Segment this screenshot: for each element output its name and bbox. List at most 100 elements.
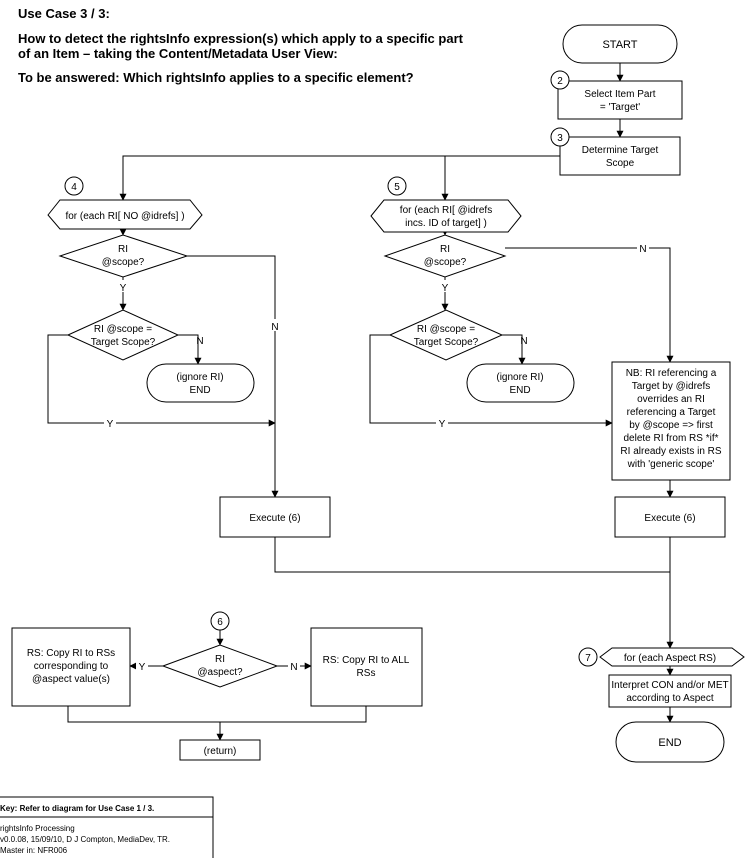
nb-note-line: with 'generic scope'	[627, 459, 715, 470]
start-terminator: START	[562, 24, 678, 64]
nb-note-line: delete RI from RS *if*	[623, 433, 718, 444]
rs-copy-aspect-box: RS: Copy RI to RSs corresponding to @asp…	[11, 627, 131, 707]
step-4-marker: 4	[64, 176, 84, 196]
nb-note-line: referencing a Target	[627, 407, 716, 418]
svg-text:@scope?: @scope?	[424, 257, 467, 268]
edge-determine-loop4	[119, 155, 560, 201]
svg-text:@aspect?: @aspect?	[197, 667, 243, 678]
decision-ri-aspect: RI @aspect?	[161, 644, 279, 688]
svg-text:RI @scope =: RI @scope =	[94, 324, 152, 335]
decision-ri-scope-right: RI @scope?	[383, 234, 507, 278]
svg-text:Execute (6): Execute (6)	[249, 513, 300, 524]
page-title: Use Case 3 / 3:	[18, 6, 110, 21]
svg-text:START: START	[602, 39, 637, 51]
nb-note-line: by @scope => first	[629, 420, 713, 431]
step-5-marker: 5	[387, 176, 407, 196]
edge-eq4-yes	[47, 334, 276, 427]
nb-note-line: NB: RI referencing a	[626, 368, 717, 379]
step-6-marker: 6	[210, 611, 230, 631]
execute-6-right: Execute (6)	[614, 496, 726, 538]
svg-text:RSs: RSs	[357, 668, 376, 679]
loop-no-idrefs-hexagon: for (each RI[ NO @idrefs] )	[47, 199, 203, 230]
key-line-2: v0.0.08, 15/09/10, D J Compton, MediaDev…	[0, 835, 170, 844]
edge-q4-no	[187, 255, 279, 498]
key-line-1: rightsInfo Processing	[0, 824, 75, 833]
step-7-marker: 7	[578, 647, 598, 667]
svg-text:5: 5	[394, 182, 400, 193]
svg-text:Execute (6): Execute (6)	[644, 513, 695, 524]
step-2-marker: 2	[550, 70, 570, 90]
key-title: Key: Refer to diagram for Use Case 1 / 3…	[0, 804, 154, 813]
svg-text:RS: Copy RI to ALL: RS: Copy RI to ALL	[323, 655, 410, 666]
edge-eq5-no	[502, 334, 526, 365]
svg-text:2: 2	[557, 76, 563, 87]
label-eq5-no: N	[520, 336, 527, 347]
edge-eq5-yes	[369, 334, 613, 427]
label-eq4-no: N	[196, 336, 203, 347]
svg-text:END: END	[509, 385, 530, 396]
decision-scope-equals-right: RI @scope = Target Scope?	[388, 309, 504, 361]
svg-text:(ignore RI): (ignore RI)	[176, 372, 223, 383]
rs-copy-all-box: RS: Copy RI to ALL RSs	[310, 627, 423, 707]
svg-text:for (each RI[ @idrefs: for (each RI[ @idrefs	[400, 205, 492, 216]
svg-text:END: END	[658, 737, 681, 749]
decision-scope-equals-left: RI @scope = Target Scope?	[66, 309, 180, 361]
decision-ri-scope-left: RI @scope?	[58, 234, 189, 278]
execute-6-left: Execute (6)	[219, 496, 331, 538]
label-q4-no: N	[271, 322, 278, 333]
svg-text:3: 3	[557, 133, 563, 144]
nb-override-note: NB: RI referencing a Target by @idrefs ove…	[611, 361, 731, 481]
loop-idrefs-hexagon: for (each RI[ @idrefs incs. ID of target…	[370, 199, 522, 233]
nb-note-line: Target by @idrefs	[632, 381, 711, 392]
label-eq5-yes: Y	[439, 419, 446, 430]
svg-text:Select Item Part: Select Item Part	[584, 89, 655, 100]
nb-note-line: overrides an RI	[637, 394, 705, 405]
svg-text:for (each RI[ NO @idrefs] ): for (each RI[ NO @idrefs] )	[65, 211, 184, 222]
svg-text:Interpret CON and/or MET: Interpret CON and/or MET	[611, 680, 728, 691]
select-item-part-box: Select Item Part = 'Target'	[557, 80, 683, 120]
svg-text:for (each Aspect RS): for (each Aspect RS)	[624, 653, 716, 664]
question-line-2: of an Item – taking the Content/Metadata…	[18, 46, 338, 61]
svg-text:= 'Target': = 'Target'	[600, 102, 640, 113]
svg-text:@aspect value(s): @aspect value(s)	[32, 674, 110, 685]
to-be-answered: To be answered: Which rightsInfo applies…	[18, 70, 414, 85]
ignore-ri-end-right: (ignore RI) END	[466, 363, 575, 403]
edge-eq4-no	[178, 334, 202, 365]
svg-text:Target Scope?: Target Scope?	[91, 337, 156, 348]
svg-text:RI @scope =: RI @scope =	[417, 324, 475, 335]
nb-note-line: RI already exists in RS	[620, 446, 721, 457]
svg-text:@scope?: @scope?	[102, 257, 145, 268]
svg-text:Target Scope?: Target Scope?	[414, 337, 479, 348]
edge-merge	[67, 706, 367, 723]
svg-text:RI: RI	[440, 244, 450, 255]
svg-text:7: 7	[585, 653, 591, 664]
svg-text:Scope: Scope	[606, 158, 635, 169]
question-line-1: How to detect the rightsInfo expression(…	[18, 31, 463, 46]
return-box: (return)	[179, 739, 261, 761]
label-aspect-no: N	[290, 662, 297, 673]
label-q4-yes: Y	[120, 283, 127, 294]
label-q5-no: N	[639, 244, 646, 255]
key-box: Key: Refer to diagram for Use Case 1 / 3…	[0, 796, 214, 858]
svg-text:RS: Copy RI to RSs: RS: Copy RI to RSs	[27, 648, 115, 659]
label-eq4-yes: Y	[107, 419, 114, 430]
ignore-ri-end-left: (ignore RI) END	[146, 363, 255, 403]
svg-text:END: END	[189, 385, 210, 396]
svg-text:corresponding to: corresponding to	[34, 661, 109, 672]
label-q5-yes: Y	[442, 283, 449, 294]
svg-text:incs. ID of target] ): incs. ID of target] )	[405, 218, 487, 229]
svg-text:Determine Target: Determine Target	[582, 145, 659, 156]
interpret-box: Interpret CON and/or MET according to As…	[608, 674, 732, 708]
svg-text:(ignore RI): (ignore RI)	[496, 372, 543, 383]
edge-labels: Y N N Y Y N N Y Y N	[104, 242, 649, 673]
determine-target-scope-box: Determine Target Scope	[559, 136, 681, 176]
svg-text:6: 6	[217, 617, 223, 628]
end-terminator: END	[615, 721, 725, 763]
connectors	[47, 63, 674, 741]
svg-text:RI: RI	[118, 244, 128, 255]
key-line-3: Master in: NFR006	[0, 846, 68, 855]
svg-text:4: 4	[71, 182, 77, 193]
svg-text:according to Aspect: according to Aspect	[626, 693, 713, 704]
